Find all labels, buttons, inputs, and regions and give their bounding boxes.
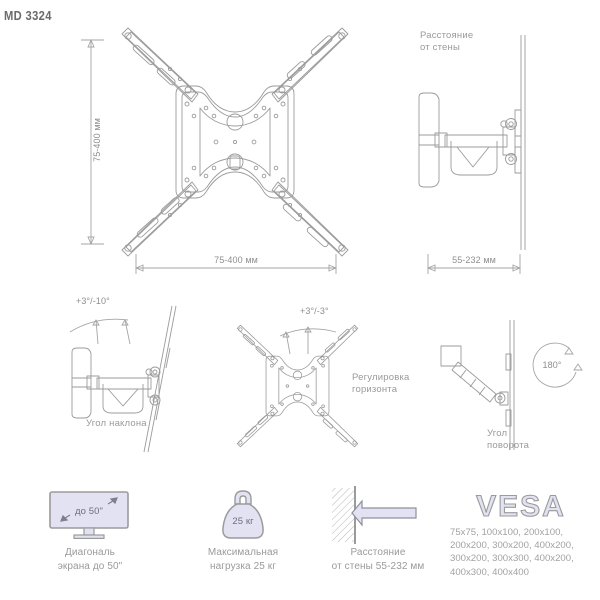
side-dimension-label: 55-232 мм [452,255,496,265]
swivel-rotation-arrow-icon [532,342,583,388]
swivel-view-drawing [440,320,515,450]
tv-screen-icon [49,491,129,540]
swivel-angle-caption: Угол поворота [487,428,530,451]
screen-diagonal-caption: Диагональ экрана до 50" [57,547,123,572]
level-adjust-caption: Регулировка горизонта [352,372,410,395]
swivel-angle-value: 180° [542,360,562,370]
wall-distance-label: Расстояние от стены [420,30,474,53]
tilt-angle-caption: Угол наклона [86,418,147,429]
wall-distance-arrow-icon [332,486,417,544]
weight-icon [222,490,264,539]
side-dimension-line [426,254,522,274]
vertical-dimension-label: 75-400 мм [92,118,102,162]
tilt-angle-value: +3°/-10° [76,296,110,306]
horizontal-dimension-label: 75-400 мм [214,255,258,265]
tilt-angle-arc [69,318,131,345]
vesa-logo: VESA [455,489,587,524]
vertical-dimension-line [81,38,104,246]
weight-icon-text: 25 кг [232,516,254,527]
vesa-sizes-list: 75x75, 100x100, 200x100, 200x200, 300x20… [450,527,574,578]
level-angle-arc [279,326,337,355]
max-load-caption-text: Максимальная нагрузка 25 кг [207,547,279,572]
tilt-view-drawing [71,305,177,453]
horizontal-dimension-line [134,254,338,274]
side-view-drawing [418,35,526,250]
front-view-bracket-drawing [121,27,349,257]
level-angle-value: +3°/-3° [300,306,329,316]
wall-distance-caption: Расстояние от стены 55-232 мм [331,547,425,572]
level-view-bracket-drawing [236,324,359,448]
vesa-logo-text: VESA [476,489,566,523]
tv-screen-icon-text: до 50" [74,506,103,517]
page-title: MD 3324 [4,8,52,23]
